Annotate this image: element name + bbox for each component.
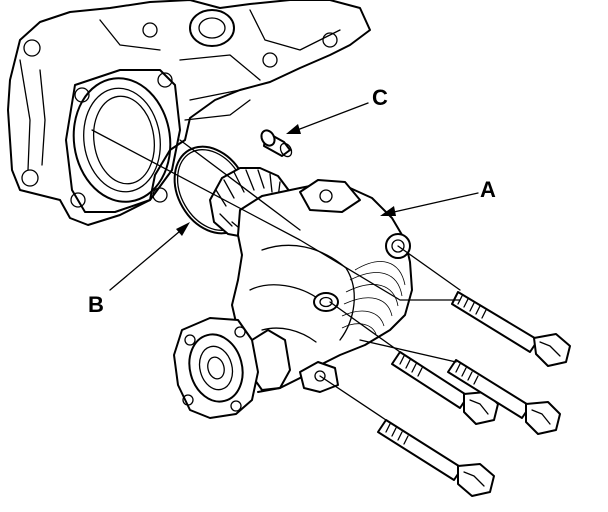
leader-arrow-b [109, 222, 190, 291]
bolt-1 [451, 291, 571, 367]
label-c: C [372, 85, 388, 110]
transfer-assembly-a [173, 167, 413, 419]
label-a: A [480, 177, 496, 202]
bolt-4 [377, 419, 495, 497]
label-b: B [88, 292, 104, 317]
bolt-2 [391, 351, 499, 425]
dowel-pin-c [260, 129, 293, 158]
transmission-case [7, 0, 371, 226]
leader-arrow-a [380, 192, 479, 216]
leader-arrow-c [286, 102, 369, 134]
bolt-3 [447, 359, 561, 435]
alignment-lines [91, 129, 461, 421]
